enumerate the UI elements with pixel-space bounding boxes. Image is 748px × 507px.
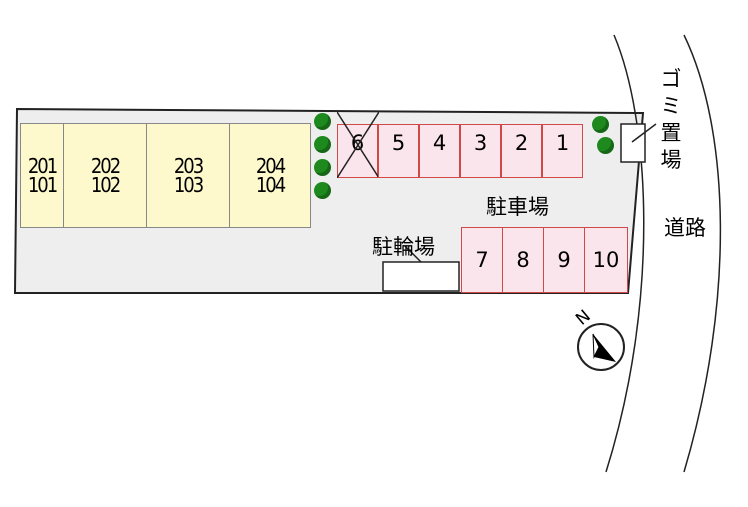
road-edge-right [683,34,722,473]
unit-upper: 201 [27,153,58,178]
parking-stall-4: 4 [419,124,460,178]
parking-stall-9: 9 [543,227,585,293]
road-label: 道路 [664,216,706,240]
tree-icon [314,159,331,176]
tree-icon [597,137,614,154]
unit-upper: 204 [255,153,286,178]
bicycle-parking-box [382,261,460,292]
parking-stall-2: 2 [501,124,542,178]
parking-stall-3: 3 [460,124,501,178]
stall-unavailable-cross-icon [337,112,379,178]
unit-upper: 202 [90,153,121,178]
parking-stall-1: 1 [542,124,583,178]
tree-icon [592,116,609,133]
unit-lower: 101 [27,172,58,197]
parking-stall-6: 6 [337,124,378,178]
unit-202-102: 202 102 [63,123,147,228]
bicycle-parking-label: 駐輪場 [372,235,435,259]
tree-icon [314,136,331,153]
parking-label: 駐車場 [486,195,549,219]
parking-stall-10: 10 [584,227,628,293]
unit-204-104: 204 104 [229,123,311,228]
unit-lower: 103 [173,172,204,197]
unit-lower: 102 [90,172,121,197]
unit-lower: 104 [255,172,286,197]
parking-stall-8: 8 [502,227,544,293]
tree-icon [314,182,331,199]
parking-stall-7: 7 [461,227,503,293]
unit-201-101: 201 101 [20,123,64,228]
parking-stall-5: 5 [378,124,419,178]
garbage-box [620,123,646,163]
road-edge-left [605,34,645,473]
unit-203-103: 203 103 [146,123,230,228]
compass [577,323,625,371]
garbage-label: ゴミ置場 [660,67,682,172]
tree-icon [314,113,331,130]
unit-upper: 203 [173,153,204,178]
